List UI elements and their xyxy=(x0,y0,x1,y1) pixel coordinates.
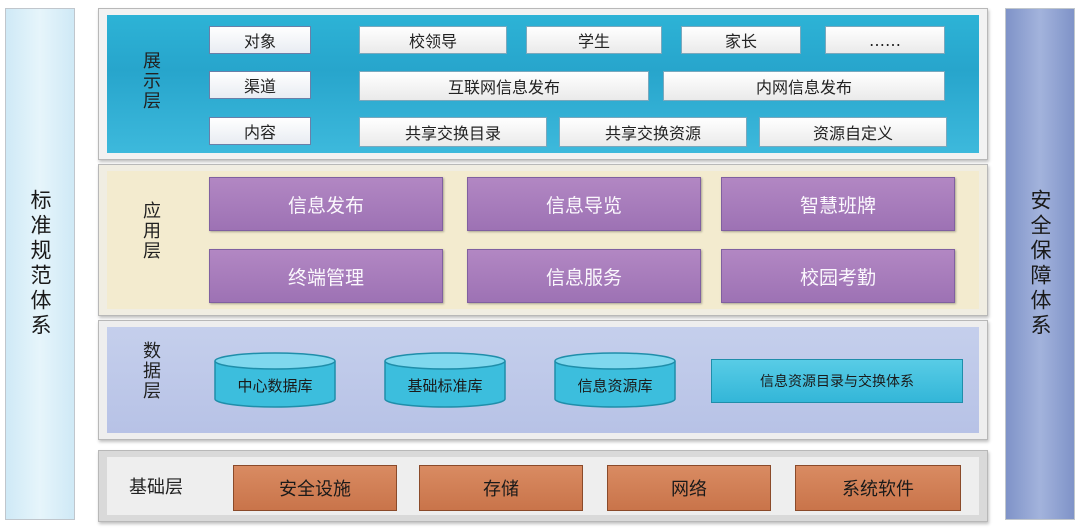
object-item-more: …… xyxy=(825,26,945,54)
security-panel-label: 安全保障体系 xyxy=(1028,189,1052,339)
app-item-guide: 信息导览 xyxy=(467,177,701,231)
database-standard-label: 基础标准库 xyxy=(407,376,483,395)
content-item-catalog: 共享交换目录 xyxy=(359,117,547,147)
data-layer: 数据层 中心数据库 基础标准库 信息资源库 信息资源目录与交换体系 xyxy=(98,320,988,440)
app-item-terminal-mgmt: 终端管理 xyxy=(209,249,443,303)
database-resources: 信息资源库 xyxy=(553,351,677,409)
application-layer-title: 应用层 xyxy=(140,201,161,261)
foundation-item-storage: 存储 xyxy=(419,465,583,511)
row-label-object: 对象 xyxy=(209,26,311,54)
foundation-layer-title: 基础层 xyxy=(129,477,183,498)
app-item-publish: 信息发布 xyxy=(209,177,443,231)
standards-panel: 标准规范体系 xyxy=(5,8,75,520)
security-panel: 安全保障体系 xyxy=(1005,8,1075,520)
resource-catalog-exchange: 信息资源目录与交换体系 xyxy=(711,359,963,403)
application-layer: 应用层 信息发布 信息导览 智慧班牌 终端管理 信息服务 校园考勤 xyxy=(98,164,988,316)
channel-item-internet: 互联网信息发布 xyxy=(359,71,649,101)
row-label-channel: 渠道 xyxy=(209,71,311,99)
foundation-item-system-software: 系统软件 xyxy=(795,465,961,511)
channel-item-intranet: 内网信息发布 xyxy=(663,71,945,101)
data-layer-title: 数据层 xyxy=(140,341,161,401)
object-item-parents: 家长 xyxy=(681,26,801,54)
presentation-layer: 展示层 对象 校领导 学生 家长 …… 渠道 互联网信息发布 内网信息发布 内容… xyxy=(98,8,988,160)
foundation-item-security: 安全设施 xyxy=(233,465,397,511)
foundation-layer: 基础层 安全设施 存储 网络 系统软件 xyxy=(98,450,988,522)
foundation-item-network: 网络 xyxy=(607,465,771,511)
content-item-custom: 资源自定义 xyxy=(759,117,947,147)
row-label-content: 内容 xyxy=(209,117,311,145)
standards-panel-label: 标准规范体系 xyxy=(28,189,52,339)
database-central-label: 中心数据库 xyxy=(237,376,313,395)
app-item-smart-board: 智慧班牌 xyxy=(721,177,955,231)
object-item-leaders: 校领导 xyxy=(359,26,507,54)
content-item-resources: 共享交换资源 xyxy=(559,117,747,147)
app-item-info-service: 信息服务 xyxy=(467,249,701,303)
presentation-layer-title: 展示层 xyxy=(140,51,161,111)
database-resources-label: 信息资源库 xyxy=(577,376,653,395)
app-item-attendance: 校园考勤 xyxy=(721,249,955,303)
database-standard: 基础标准库 xyxy=(383,351,507,409)
database-central: 中心数据库 xyxy=(213,351,337,409)
object-item-students: 学生 xyxy=(526,26,662,54)
